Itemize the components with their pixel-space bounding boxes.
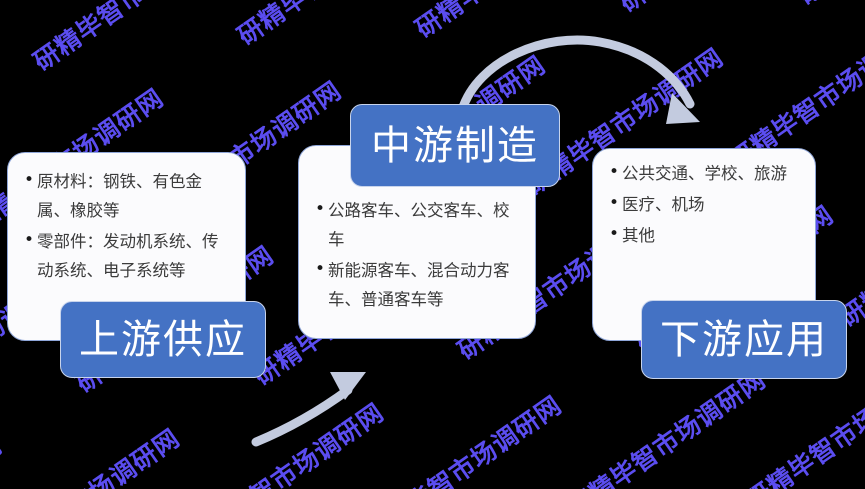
downstream-stage-label[interactable]: 下游应用: [641, 300, 847, 379]
list-item: 公共交通、学校、旅游: [609, 158, 803, 188]
midstream-label-text: 中游制造: [371, 122, 539, 169]
watermark-text: 研精毕智市场调研网: [792, 0, 865, 10]
downstream-bullet-list: 公共交通、学校、旅游 医疗、机场 其他: [593, 149, 815, 250]
list-item: 新能源客车、混合动力客车、普通客车等: [315, 255, 523, 314]
arrow-upstream-to-mid: [251, 372, 366, 447]
upstream-bullet-list: 原材料：钢铁、有色金属、橡胶等 零部件：发动机系统、传动系统、电子系统等: [8, 153, 245, 285]
list-item: 零部件：发动机系统、传动系统、电子系统等: [24, 226, 233, 285]
downstream-label-text: 下游应用: [660, 316, 828, 363]
watermark-text: 研精毕智市场调研网: [0, 431, 7, 489]
list-item: 公路客车、公交客车、校车: [315, 195, 523, 254]
list-item: 其他: [609, 220, 803, 250]
midstream-bullet-list: 公路客车、公交客车、校车 新能源客车、混合动力客车、普通客车等: [299, 146, 535, 314]
watermark-text: 研精毕智市场调研网: [0, 423, 185, 489]
watermark-text: 研精毕智市场调研网: [180, 397, 390, 489]
watermark-text: 研精毕智市场调研网: [410, 0, 618, 43]
watermark-text: 研精毕智市场调研网: [358, 390, 568, 489]
upstream-stage-label[interactable]: 上游供应: [60, 301, 266, 378]
watermark-text: 研精毕智市场调研网: [562, 364, 771, 489]
watermark-text: 研精毕智市场调研网: [232, 0, 440, 51]
watermark-text: 研精毕智市场调研网: [614, 0, 822, 18]
midstream-stage-label[interactable]: 中游制造: [350, 104, 560, 187]
watermark-text: 研精毕智市场调研网: [0, 0, 59, 84]
watermark-text: 研精毕智市场调研网: [28, 0, 236, 76]
upstream-label-text: 上游供应: [79, 316, 247, 363]
list-item: 原材料：钢铁、有色金属、橡胶等: [24, 166, 233, 225]
list-item: 医疗、机场: [609, 189, 803, 219]
